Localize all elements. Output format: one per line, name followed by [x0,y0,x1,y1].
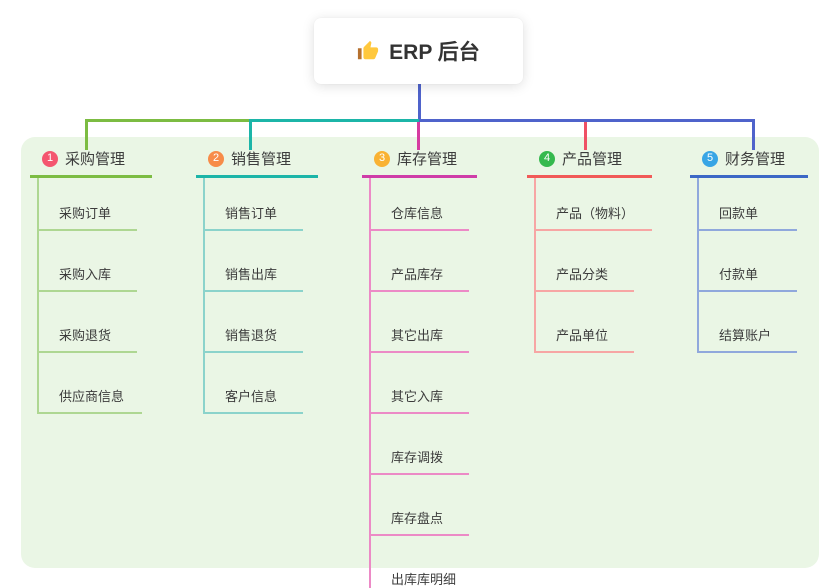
connector-drop-5 [752,119,755,150]
root-label: ERP 后台 [389,41,480,64]
child-node-label: 产品分类 [556,267,609,282]
child-node-label: 产品库存 [391,267,444,282]
child-node[interactable]: 产品单位 [536,292,634,353]
child-node-label: 供应商信息 [59,389,125,404]
branch-children: 销售订单销售出库销售退货客户信息 [203,178,318,414]
child-node-label: 销售订单 [225,206,278,221]
child-node-label: 库存调拨 [391,450,444,465]
child-node[interactable]: 采购退货 [39,292,137,353]
branch-header[interactable]: 5 财务管理 [690,148,808,178]
branch-title: 产品管理 [562,151,623,168]
connector-drop-3 [417,122,420,150]
root-node[interactable]: ERP 后台 [314,18,523,84]
child-node[interactable]: 客户信息 [205,353,303,414]
child-node-label: 出库库明细 [391,572,457,587]
branch-title: 销售管理 [231,151,292,168]
branch: 1 采购管理 采购订单采购入库采购退货供应商信息 [30,148,152,414]
child-node-label: 回款单 [719,206,759,221]
child-node-label: 采购退货 [59,328,112,343]
branch: 4 产品管理 产品（物料） 产品分类产品单位 [527,148,653,353]
connector-drop-1 [85,119,88,150]
child-node-label: 采购入库 [59,267,112,282]
branch-title: 库存管理 [397,151,458,168]
child-node-label: 采购订单 [59,206,112,221]
branch-children: 回款单付款单结算账户 [697,178,808,353]
child-node[interactable]: 回款单 [699,178,797,231]
child-node-label: 结算账户 [719,328,772,343]
connector-drop-4 [584,122,587,150]
child-node-label: 产品（物料） [556,206,635,221]
branch-number-badge: 3 [374,150,390,167]
connector-drop-2 [249,119,252,150]
branch: 5 财务管理 回款单付款单结算账户 [690,148,808,353]
child-node[interactable]: 销售退货 [205,292,303,353]
child-node[interactable]: 采购入库 [39,231,137,292]
branch-number-badge: 2 [208,150,224,167]
connector-bus-left [85,119,249,122]
child-node[interactable]: 结算账户 [699,292,797,353]
connector-bus-right [419,119,755,122]
child-node-label: 产品单位 [556,328,609,343]
branch-title: 采购管理 [65,151,126,168]
child-node-label: 销售出库 [225,267,278,282]
child-node[interactable]: 出库库明细 [371,536,474,588]
child-node[interactable]: 库存调拨 [371,414,469,475]
branch: 2 销售管理 销售订单销售出库销售退货客户信息 [196,148,318,414]
child-node[interactable]: 其它出库 [371,292,469,353]
child-node-label: 其它入库 [391,389,444,404]
child-node-label: 客户信息 [225,389,278,404]
child-node[interactable]: 库存盘点 [371,475,469,536]
child-node-label: 付款单 [719,267,759,282]
thumbs-up-icon [357,40,379,62]
child-node[interactable]: 产品（物料） [536,178,653,231]
child-node[interactable]: 采购订单 [39,178,137,231]
branch-header[interactable]: 4 产品管理 [527,148,653,178]
branch-number-badge: 1 [42,150,58,167]
branch: 3 库存管理 仓库信息产品库存其它出库其它入库库存调拨库存盘点出库库明细 [362,148,477,588]
child-node[interactable]: 付款单 [699,231,797,292]
branch-children: 产品（物料） 产品分类产品单位 [534,178,653,353]
branch-header[interactable]: 2 销售管理 [196,148,318,178]
child-node-label: 库存盘点 [391,511,444,526]
child-node[interactable]: 其它入库 [371,353,469,414]
child-node[interactable]: 销售出库 [205,231,303,292]
child-node[interactable]: 销售订单 [205,178,303,231]
branch-children: 采购订单采购入库采购退货供应商信息 [37,178,152,414]
branch-title: 财务管理 [725,151,786,168]
child-node[interactable]: 供应商信息 [39,353,143,414]
branch-header[interactable]: 3 库存管理 [362,148,477,178]
child-node[interactable]: 仓库信息 [371,178,469,231]
child-node-label: 销售退货 [225,328,278,343]
branch-number-badge: 4 [539,150,555,167]
connector-root-drop [418,84,421,120]
child-node[interactable]: 产品库存 [371,231,469,292]
branch-number-badge: 5 [702,150,718,167]
child-node-label: 其它出库 [391,328,444,343]
branch-header[interactable]: 1 采购管理 [30,148,152,178]
child-node[interactable]: 产品分类 [536,231,634,292]
child-node-label: 仓库信息 [391,206,444,221]
connector-bus-middle [249,119,419,122]
branch-children: 仓库信息产品库存其它出库其它入库库存调拨库存盘点出库库明细 [369,178,477,588]
